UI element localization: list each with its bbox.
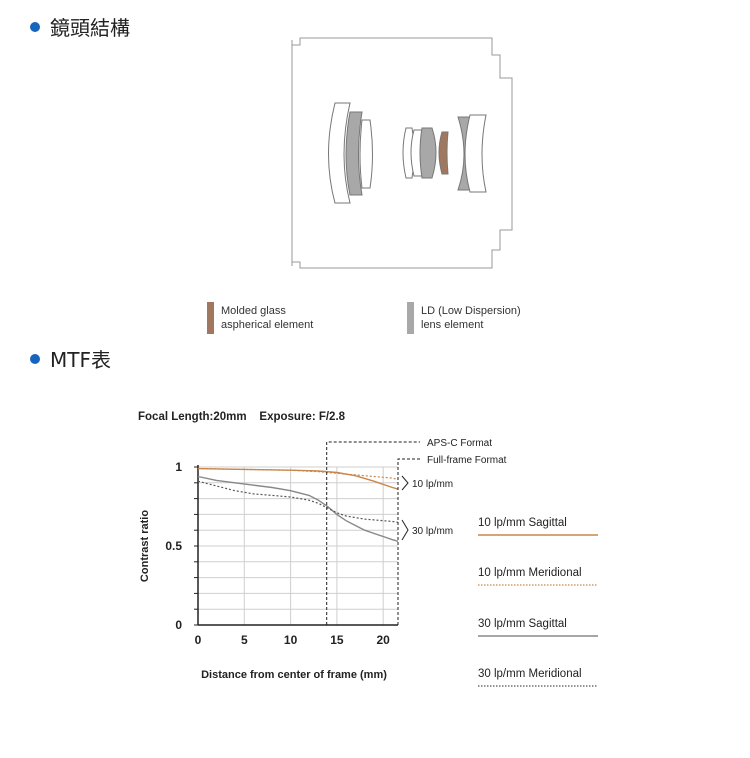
chart-header: Focal Length:20mm Exposure: F/2.8 [138, 411, 346, 423]
bullet-icon [30, 353, 40, 364]
y-tick-label: 1 [175, 460, 182, 474]
x-axis-label: Distance from center of frame (mm) [201, 669, 387, 681]
x-tick-label: 10 [284, 633, 298, 647]
legend-ld-line1: LD (Low Dispersion) [421, 305, 521, 317]
y-axis-label: Contrast ratio [139, 510, 151, 582]
lens-element-9 [464, 114, 487, 193]
bracket-30-lpmm [401, 519, 409, 541]
series-line-30-lp-mm-meridional [197, 480, 399, 523]
legend-molded-glass-line2: aspherical element [221, 319, 314, 331]
legend-label-3: 30 lp/mm Meridional [478, 668, 582, 680]
lens-diagram [291, 37, 513, 269]
section-title-mtf: MTF表 [30, 344, 111, 373]
section-title-text: MTF表 [50, 348, 111, 372]
legend-molded-glass: Molded glass aspherical element [221, 304, 313, 332]
lens-element-7 [438, 131, 449, 175]
chart-grid [194, 465, 398, 626]
legend-label-1: 10 lp/mm Meridional [478, 567, 582, 579]
fullframe-format-boundary [397, 458, 420, 625]
legend-ld-line2: lens element [421, 319, 484, 331]
chart-series [197, 467, 399, 542]
chart-legend: 10 lp/mm Sagittal 10 lp/mm Meridional 30 l… [478, 517, 598, 687]
section-title-lens-construction: 鏡頭結構 [30, 12, 130, 41]
lens-element-3 [359, 119, 373, 189]
series-line-30-lp-mm-sagittal [197, 475, 399, 542]
legend-swatch-ld [407, 302, 414, 334]
series-line-10-lp-mm-sagittal [197, 467, 399, 490]
legend-swatch-molded-glass [207, 302, 214, 334]
lens-element-6 [419, 127, 437, 179]
section-title-text: 鏡頭結構 [50, 16, 130, 40]
bracket-10-lpmm [401, 475, 409, 491]
lens-element-1 [328, 102, 351, 204]
legend-label-0: 10 lp/mm Sagittal [478, 517, 567, 529]
y-tick-label: 0.5 [165, 539, 182, 553]
legend-label-2: 30 lp/mm Sagittal [478, 618, 567, 630]
apsc-format-label: APS-C Format [427, 438, 492, 449]
fullframe-format-label: Full-frame Format [427, 455, 507, 466]
x-tick-label: 20 [377, 633, 391, 647]
apsc-format-boundary [326, 441, 420, 625]
y-tick-label: 0 [175, 618, 182, 632]
x-tick-label: 0 [195, 633, 202, 647]
x-tick-label: 5 [241, 633, 248, 647]
legend-molded-glass-line1: Molded glass [221, 305, 286, 317]
lens-element-2 [345, 111, 363, 196]
series-line-10-lp-mm-meridional [197, 468, 399, 481]
bracket-30-label: 30 lp/mm [412, 526, 453, 537]
lens-barrel-outline [291, 37, 513, 269]
legend-ld-lens: LD (Low Dispersion) lens element [421, 304, 521, 332]
bracket-10-label: 10 lp/mm [412, 479, 453, 490]
chart-ticks: 0 5 10 15 20 0 0.5 1 [165, 460, 390, 647]
x-tick-label: 15 [330, 633, 344, 647]
bullet-icon [30, 21, 40, 32]
